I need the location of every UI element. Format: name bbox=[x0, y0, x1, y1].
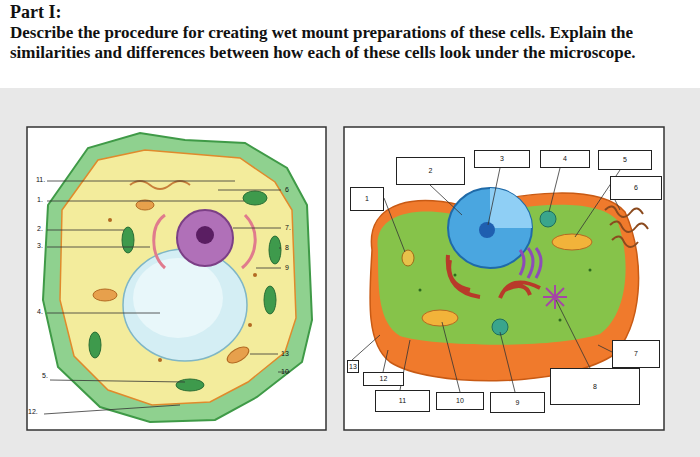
label-box: 1 bbox=[350, 187, 384, 211]
callout-number: 4 bbox=[563, 155, 567, 163]
callout-number: 12 bbox=[380, 375, 388, 383]
label-box: 5 bbox=[598, 150, 652, 170]
callout-number: 4. bbox=[37, 308, 43, 316]
label-box: 6 bbox=[610, 176, 662, 200]
callout-number: 7. bbox=[285, 224, 291, 232]
callout-number: 5 bbox=[623, 156, 627, 164]
callout-number: 9 bbox=[285, 264, 289, 272]
callout-number: 2. bbox=[37, 225, 43, 233]
callout-number: 10 bbox=[456, 397, 464, 405]
label-box: 7 bbox=[612, 340, 660, 368]
callout-number: 11 bbox=[399, 397, 406, 405]
callout-number: 12. bbox=[28, 408, 38, 416]
label-box: 2 bbox=[396, 157, 465, 185]
callout-number: 6 bbox=[285, 186, 289, 194]
label-box: 12 bbox=[363, 372, 404, 386]
callout-number: 8 bbox=[285, 244, 289, 252]
callout-number: 11. bbox=[36, 176, 45, 184]
label-box: 8 bbox=[550, 368, 640, 405]
callout-number: 7 bbox=[634, 350, 638, 358]
label-box: 9 bbox=[490, 392, 545, 413]
callout-number: 1. bbox=[37, 196, 43, 204]
callout-number: 13 bbox=[281, 350, 289, 358]
question-text: Describe the procedure for creating wet … bbox=[10, 23, 692, 63]
callout-number: 2 bbox=[429, 167, 433, 175]
callout-number: 3 bbox=[500, 155, 504, 163]
label-box: 3 bbox=[474, 150, 530, 168]
callout-number: 13 bbox=[349, 363, 357, 371]
callout-number: 5. bbox=[42, 372, 48, 380]
label-box: 10 bbox=[436, 392, 484, 410]
callout-number: 9 bbox=[516, 399, 520, 407]
callout-number: 3. bbox=[37, 242, 43, 250]
label-box: 13 bbox=[347, 360, 359, 373]
label-box: 4 bbox=[540, 150, 590, 168]
callout-number: 1 bbox=[365, 195, 369, 203]
label-box: 11 bbox=[375, 390, 430, 412]
heading: Part I: bbox=[10, 2, 61, 23]
callout-number: 6 bbox=[634, 184, 638, 192]
callout-number: 10 bbox=[281, 368, 289, 376]
callout-number: 8 bbox=[593, 383, 597, 391]
